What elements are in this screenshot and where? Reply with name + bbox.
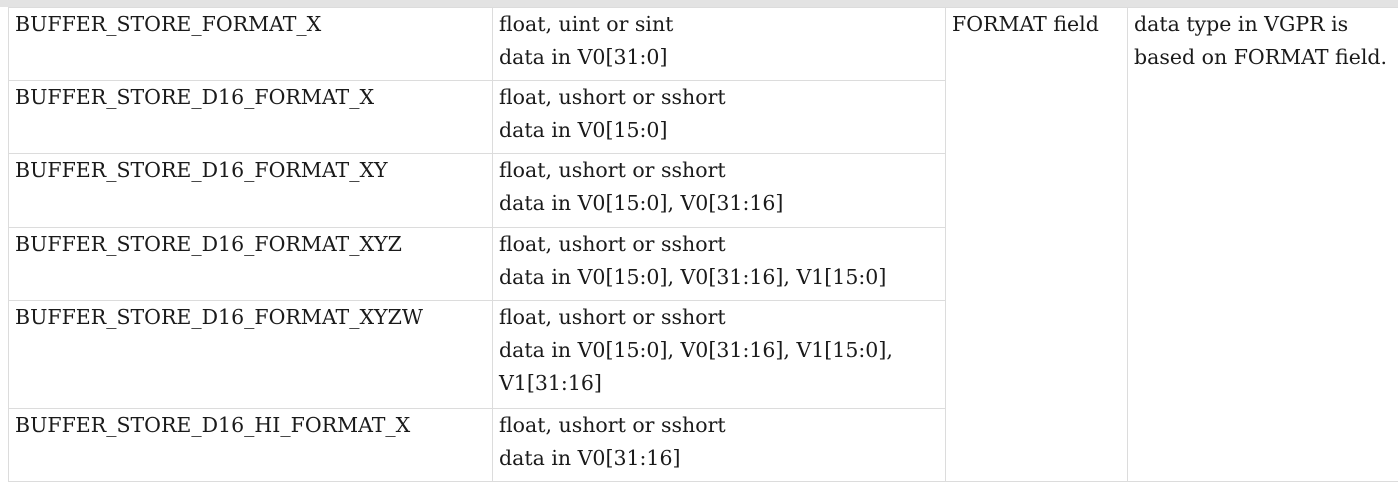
opcode-cell: BUFFER_STORE_D16_FORMAT_XYZW [8,300,493,409]
description-cell: float, ushort or sshort data in V0[31:16… [492,408,946,482]
opcode-cell: BUFFER_STORE_D16_HI_FORMAT_X [8,408,493,482]
buffer-store-format-table: BUFFER_STORE_FORMAT_X float, uint or sin… [8,7,1398,482]
description-line: data in V0[15:0], V0[31:16], V1[15:0] [499,265,887,289]
opcode-cell: BUFFER_STORE_FORMAT_X [8,7,493,81]
top-border-strip [0,0,1398,7]
table-row: BUFFER_STORE_D16_FORMAT_XY float, ushort… [8,153,1398,228]
description-line: data in V0[31:16] [499,446,681,470]
description-line: float, ushort or sshort [499,305,726,329]
opcode-cell: BUFFER_STORE_D16_FORMAT_XY [8,153,493,228]
format-source-cell: FORMAT field [945,7,1128,482]
opcode-cell: BUFFER_STORE_D16_FORMAT_X [8,80,493,154]
table-row: BUFFER_STORE_D16_HI_FORMAT_X float, usho… [8,408,1398,482]
description-line: float, ushort or sshort [499,413,726,437]
opcode-cell: BUFFER_STORE_D16_FORMAT_XYZ [8,227,493,301]
description-line: data in V0[15:0], V0[31:16], V1[15:0], [499,338,893,362]
description-cell: float, ushort or sshort data in V0[15:0]… [492,153,946,228]
description-cell: float, ushort or sshort data in V0[15:0] [492,80,946,154]
description-line: float, uint or sint [499,12,674,36]
description-line: float, ushort or sshort [499,158,726,182]
description-line: data in V0[15:0], V0[31:16] [499,191,784,215]
note-cell: data type in VGPR is based on FORMAT fie… [1127,7,1398,482]
description-cell: float, uint or sint data in V0[31:0] [492,7,946,81]
description-cell: float, ushort or sshort data in V0[15:0]… [492,227,946,301]
description-cell: float, ushort or sshort data in V0[15:0]… [492,300,946,409]
description-line: V1[31:16] [499,371,602,395]
description-line: data in V0[31:0] [499,45,668,69]
description-line: float, ushort or sshort [499,232,726,256]
description-line: float, ushort or sshort [499,85,726,109]
table-row: BUFFER_STORE_D16_FORMAT_XYZ float, ushor… [8,227,1398,301]
table-row: BUFFER_STORE_D16_FORMAT_X float, ushort … [8,80,1398,154]
table-row: BUFFER_STORE_FORMAT_X float, uint or sin… [8,7,1398,482]
table-row: BUFFER_STORE_D16_FORMAT_XYZW float, usho… [8,300,1398,409]
description-line: data in V0[15:0] [499,118,668,142]
